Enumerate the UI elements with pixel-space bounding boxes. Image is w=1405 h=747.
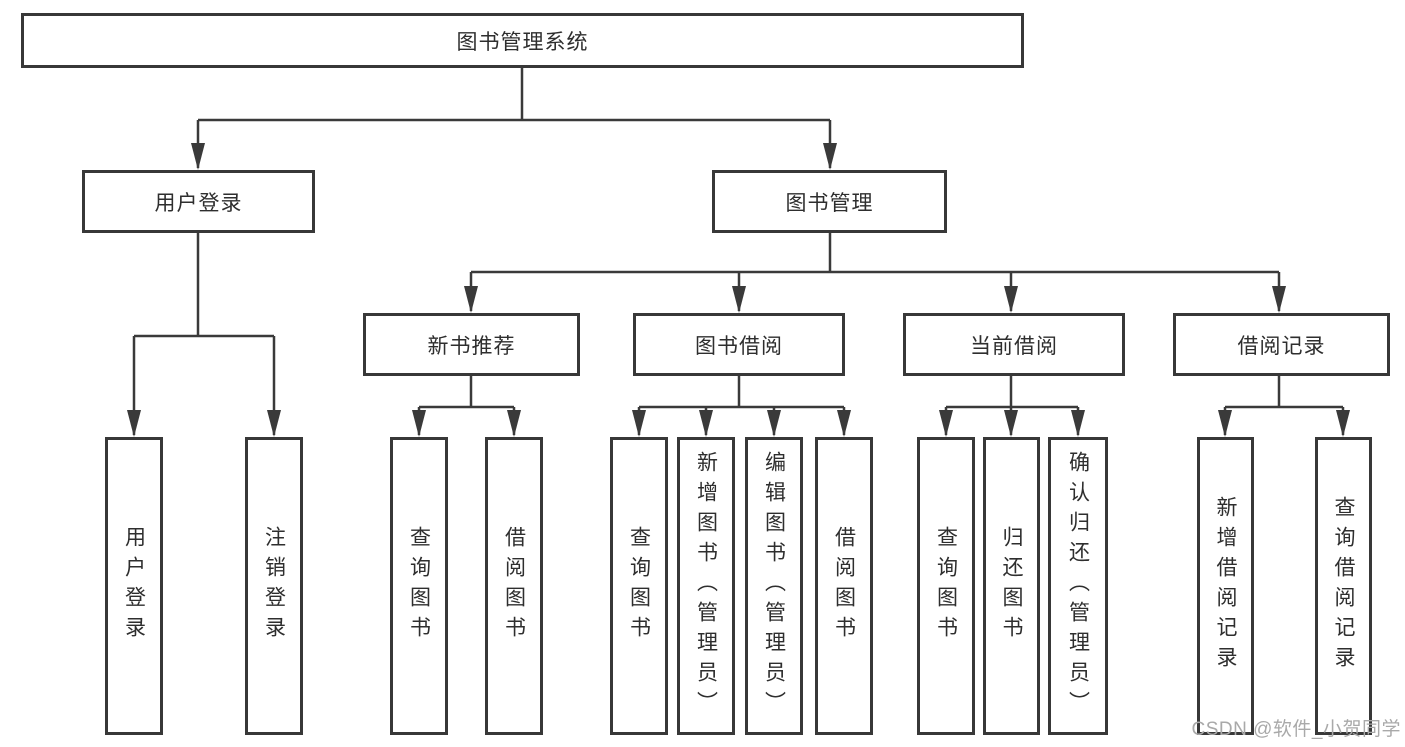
arrow-down-icon	[699, 410, 713, 437]
leaf-cb-return-books: 归还图书	[983, 437, 1040, 735]
arrow-down-icon	[837, 410, 851, 437]
arrow-down-icon	[127, 410, 141, 437]
node-book-management: 图书管理	[712, 170, 947, 233]
leaf-user-login: 用户登录	[105, 437, 163, 735]
node-label: 借阅记录	[1237, 334, 1326, 358]
node-current-borrowing: 当前借阅	[903, 313, 1125, 376]
arrow-down-icon	[1004, 410, 1018, 437]
leaf-cb-confirm-return-admin: 确认归还（管理员）	[1048, 437, 1108, 735]
arrow-down-icon	[1218, 410, 1232, 437]
arrow-down-icon	[732, 286, 746, 313]
arrow-down-icon	[507, 410, 521, 437]
leaf-bb-add-books-admin: 新增图书（管理员）	[677, 437, 735, 735]
node-label: 查询图书	[407, 526, 431, 646]
node-label: 查询借阅记录	[1332, 496, 1355, 676]
leaf-bb-query-books: 查询图书	[610, 437, 668, 735]
node-label: 新增图书（管理员）	[694, 451, 718, 721]
node-label: 查询图书	[627, 526, 651, 646]
node-label: 确认归还（管理员）	[1066, 451, 1090, 721]
node-new-book-recommend: 新书推荐	[363, 313, 580, 376]
connector-path	[132, 68, 1345, 435]
node-label: 查询图书	[934, 526, 958, 646]
node-label: 借阅图书	[832, 526, 856, 646]
arrow-down-icon	[1004, 286, 1018, 313]
node-borrowing-records: 借阅记录	[1173, 313, 1390, 376]
node-label: 用户登录	[154, 191, 243, 215]
node-library-management-system: 图书管理系统	[21, 13, 1024, 68]
arrow-down-icon	[767, 410, 781, 437]
node-label: 编辑图书（管理员）	[762, 451, 786, 721]
arrow-down-icon	[939, 410, 953, 437]
node-user-login: 用户登录	[82, 170, 315, 233]
leaf-nb-query-books: 查询图书	[390, 437, 448, 735]
arrow-down-icon	[464, 286, 478, 313]
arrow-down-icon	[632, 410, 646, 437]
arrow-down-icon	[191, 143, 205, 170]
arrow-down-icon	[412, 410, 426, 437]
leaf-nb-borrow-books: 借阅图书	[485, 437, 543, 735]
arrowheads	[127, 143, 1350, 437]
node-book-borrowing: 图书借阅	[633, 313, 845, 376]
node-label: 归还图书	[1000, 526, 1023, 646]
node-label: 图书借阅	[695, 334, 783, 358]
leaf-bb-edit-books-admin: 编辑图书（管理员）	[745, 437, 803, 735]
csdn-watermark: CSDN @软件_小贺同学	[1191, 719, 1401, 740]
arrow-down-icon	[1272, 286, 1286, 313]
node-label: 图书管理	[785, 191, 874, 215]
leaf-bb-borrow-books: 借阅图书	[815, 437, 873, 735]
node-label: 新增借阅记录	[1214, 496, 1237, 676]
node-label: 注销登录	[262, 526, 286, 646]
arrow-down-icon	[1071, 410, 1085, 437]
node-label: 图书管理系统	[456, 30, 589, 54]
arrow-down-icon	[823, 143, 837, 170]
node-label: 当前借阅	[970, 334, 1058, 358]
leaf-logout-login: 注销登录	[245, 437, 303, 735]
node-label: 借阅图书	[502, 526, 526, 646]
arrow-down-icon	[267, 410, 281, 437]
arrow-down-icon	[1336, 410, 1350, 437]
leaf-cb-query-books: 查询图书	[917, 437, 975, 735]
leaf-br-add-record: 新增借阅记录	[1197, 437, 1254, 735]
node-label: 用户登录	[122, 526, 146, 646]
leaf-br-query-record: 查询借阅记录	[1315, 437, 1372, 735]
node-label: 新书推荐	[427, 334, 516, 358]
